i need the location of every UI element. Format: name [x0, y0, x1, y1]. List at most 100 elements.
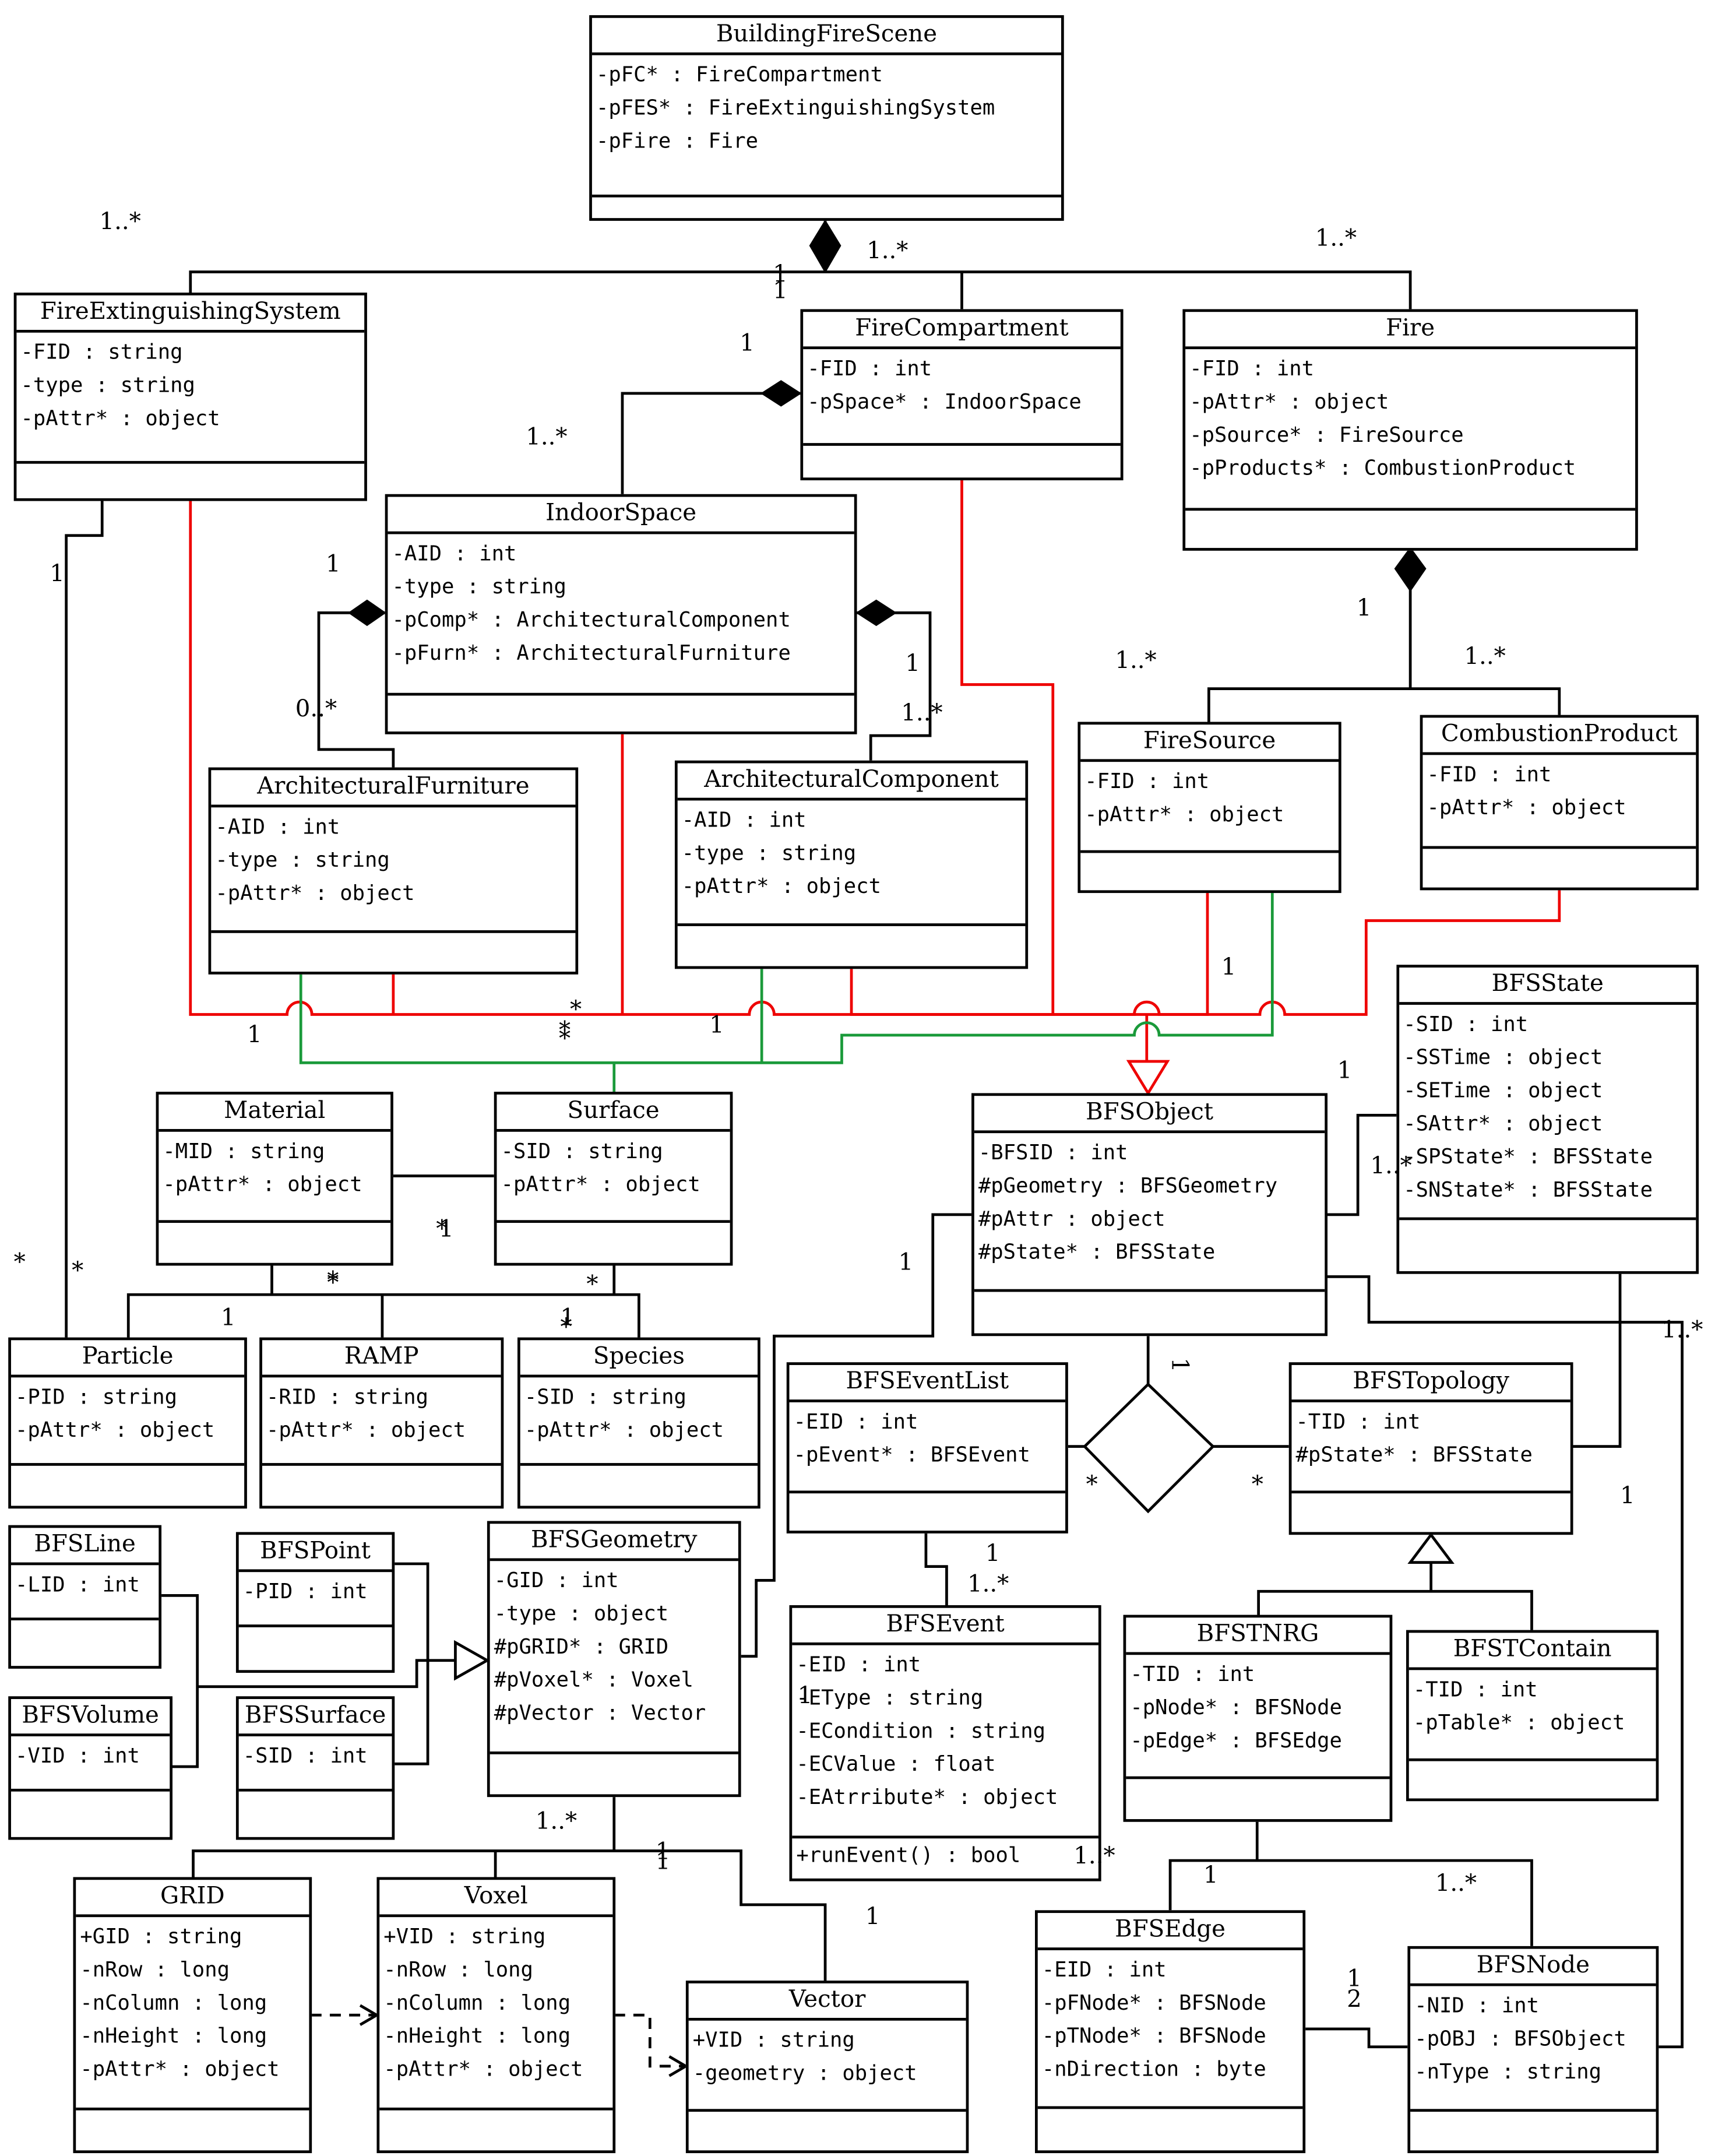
class-name: Vector — [688, 1983, 966, 2021]
multiplicity-label: 1 — [865, 1903, 881, 1931]
multiplicity-label: * — [559, 1025, 571, 1053]
attribute: -pAttr* : object — [80, 2056, 280, 2081]
attribute: #pState* : BFSState — [978, 1239, 1216, 1265]
attribute: -pAttr* : object — [266, 1417, 466, 1443]
attribute: -GID : int — [494, 1568, 619, 1593]
class-name: Voxel — [379, 1880, 613, 1918]
class-fire: Fire -FID : int -pAttr* : object -pSourc… — [1182, 309, 1638, 551]
class-bfs-event-list: BFSEventList -EID : int -pEvent* : BFSEv… — [786, 1362, 1068, 1534]
class-name: BFSEdge — [1037, 1913, 1303, 1950]
assoc-object-state — [1327, 1113, 1397, 1216]
attributes: -LID : int — [10, 1565, 159, 1621]
attribute: -BFSID : int — [978, 1139, 1128, 1165]
attribute: -LID : int — [15, 1572, 140, 1597]
attribute: -pFurn* : ArchitecturalFurniture — [392, 640, 791, 666]
class-species: Species -SID : string -pAttr* : object — [517, 1337, 760, 1509]
gen-geometry — [161, 1562, 456, 1768]
attribute: -EID : int — [796, 1652, 921, 1677]
attributes: -BFSID : int #pGeometry : BFSGeometry #p… — [974, 1133, 1325, 1292]
class-bfs-node: BFSNode -NID : int -pOBJ : BFSObject -nT… — [1407, 1946, 1659, 2154]
multiplicity-label: 1 — [740, 329, 755, 358]
multiplicity-label: 1..* — [526, 423, 568, 452]
class-name: CombustionProduct — [1422, 718, 1696, 755]
attribute: -nRow : long — [80, 1957, 230, 1982]
attribute: -pAttr* : object — [1084, 801, 1284, 827]
diamond-indoor-right — [855, 599, 897, 627]
class-name: BFSEventList — [789, 1365, 1066, 1402]
assoc-fire-products — [1207, 586, 1561, 722]
gen-topology-arrow — [1407, 1532, 1455, 1564]
class-name: Species — [520, 1340, 758, 1378]
class-name: BFSGeometry — [490, 1524, 738, 1561]
attribute: -EID : int — [1041, 1957, 1167, 1982]
attributes: +VID : string -nRow : long -nColumn : lo… — [379, 1917, 613, 2111]
attribute: -pFC* : FireCompartment — [596, 62, 883, 87]
attribute: -FID : int — [807, 356, 932, 381]
assoc-indoor-component — [857, 611, 932, 761]
attribute: -pFNode* : BFSNode — [1041, 1990, 1266, 2016]
multiplicity-label: 1..* — [1370, 1152, 1412, 1180]
multiplicity-label: 1..* — [99, 208, 141, 236]
class-bfs-line: BFSLine -LID : int — [8, 1525, 162, 1669]
attribute: -pEdge* : BFSEdge — [1130, 1728, 1342, 1753]
attribute: -SID : int — [1403, 1011, 1529, 1037]
attribute: -nDirection : byte — [1041, 2056, 1266, 2081]
class-fire-source: FireSource -FID : int -pAttr* : object — [1077, 722, 1341, 894]
multiplicity-label: 1 — [898, 1249, 914, 1277]
assoc-fes-particle — [65, 500, 104, 1338]
attribute: -AID : int — [681, 807, 807, 832]
class-vector: Vector +VID : string -geometry : object — [685, 1981, 969, 2154]
attribute: -pSpace* : IndoorSpace — [807, 389, 1082, 414]
assoc-fc-indoor — [621, 392, 801, 494]
attribute: -SPState* : BFSState — [1403, 1144, 1653, 1169]
class-indoor-space: IndoorSpace -AID : int -type : string -p… — [385, 494, 857, 734]
multiplicity-label: 1..* — [901, 699, 943, 727]
multiplicity-label: 1 — [1165, 1357, 1193, 1373]
red-generalization-arrow — [1126, 1060, 1170, 1096]
attribute: -type : string — [215, 847, 390, 873]
attribute: -pSource* : FireSource — [1189, 422, 1464, 448]
attribute: +VID : string — [692, 2027, 855, 2053]
attribute: -FID : int — [1084, 768, 1210, 794]
attribute: -nRow : long — [383, 1957, 533, 1982]
class-name: BFSTContain — [1408, 1633, 1656, 1670]
multiplicity-label: 1 — [985, 1540, 1001, 1568]
attributes: -AID : int -type : string -pComp* : Arch… — [388, 534, 854, 696]
multiplicity-label: 2 — [1347, 1986, 1362, 2014]
class-bfs-event: BFSEvent -EID : int -EType : string -ECo… — [789, 1605, 1101, 1881]
class-bfs-volume: BFSVolume -VID : int — [8, 1696, 172, 1840]
attribute: -FID : int — [1427, 762, 1552, 787]
attribute: -nType : string — [1414, 2059, 1601, 2084]
diamond-fire — [1394, 547, 1427, 592]
class-name: BFSTNRG — [1126, 1617, 1390, 1655]
attribute: -ECondition : string — [796, 1718, 1046, 1743]
class-ramp: RAMP -RID : string -pAttr* : object — [259, 1337, 504, 1509]
class-material: Material -MID : string -pAttr* : object — [156, 1092, 393, 1266]
attribute: -type : object — [494, 1601, 669, 1626]
class-architectural-component: ArchitecturalComponent -AID : int -type … — [674, 760, 1029, 969]
green-surface-links — [299, 890, 1274, 1092]
attributes: +GID : string -nRow : long -nColumn : lo… — [76, 1917, 309, 2111]
attributes: -MID : string -pAttr* : object — [159, 1132, 391, 1223]
attribute: -nColumn : long — [80, 1990, 267, 2016]
multiplicity-label: 1 — [50, 560, 65, 588]
attribute: -type : string — [20, 372, 195, 398]
multiplicity-label: 1 — [773, 261, 788, 289]
class-architectural-furniture: ArchitecturalFurniture -AID : int -type … — [208, 767, 579, 975]
multiplicity-label: 1 — [247, 1021, 262, 1049]
multiplicity-label: 1..* — [867, 237, 908, 265]
attributes: -EID : int -pEvent* : BFSEvent — [789, 1402, 1066, 1494]
multiplicity-label: 1..* — [1073, 1842, 1115, 1870]
class-name: BFSPoint — [238, 1535, 392, 1573]
attribute: -pFES* : FireExtinguishingSystem — [596, 95, 995, 121]
attribute: -PID : string — [15, 1384, 178, 1409]
attributes: -FID : int -pSpace* : IndoorSpace — [803, 349, 1121, 446]
multiplicity-label: * — [13, 1249, 26, 1277]
multiplicity-label: 1 — [1203, 1862, 1219, 1890]
class-name: ArchitecturalComponent — [677, 764, 1026, 801]
attributes: -FID : int -pAttr* : object -pSource* : … — [1185, 349, 1636, 511]
multiplicity-label: * — [436, 1216, 448, 1244]
attribute: -pAttr* : object — [383, 2056, 583, 2081]
class-bfs-surface: BFSSurface -SID : int — [235, 1696, 395, 1840]
attribute: -geometry : object — [692, 2060, 917, 2086]
